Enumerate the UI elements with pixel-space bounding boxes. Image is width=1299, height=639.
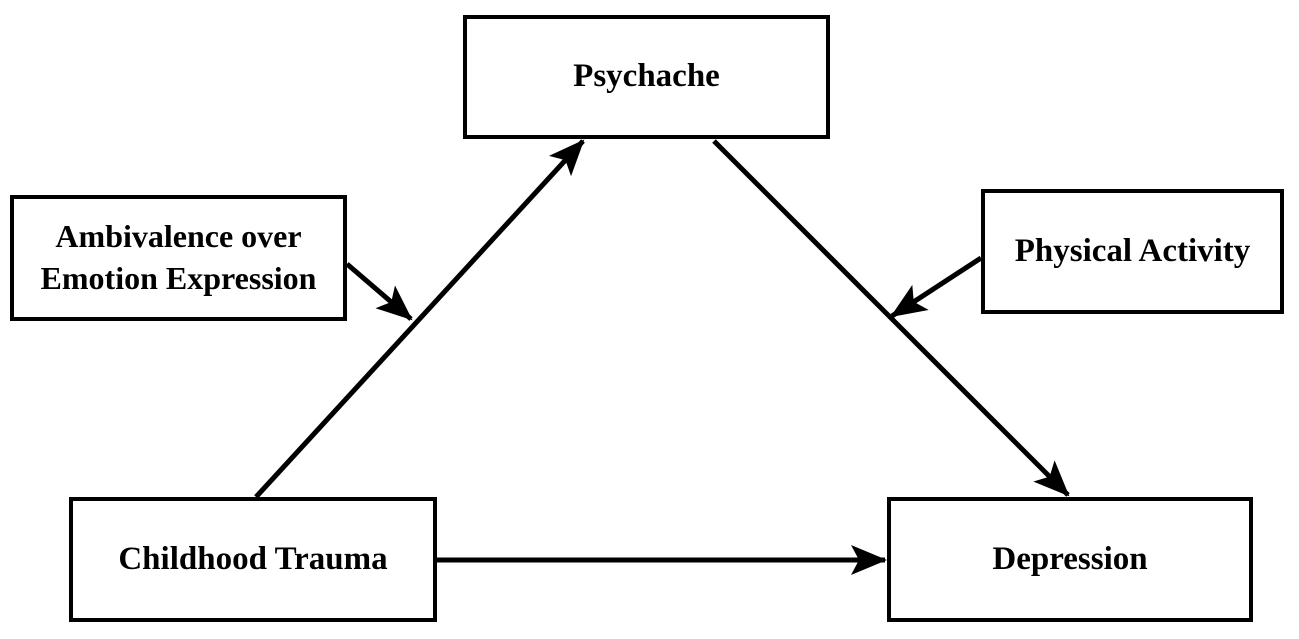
psychache-label: Psychache [573, 58, 720, 95]
ambivalence-label-line1: Ambivalence over [55, 218, 302, 255]
arrow-ambivalence-moderation [345, 262, 413, 321]
depression-box: Depression [887, 497, 1253, 622]
ambivalence-label-line2: Emotion Expression [40, 260, 317, 296]
ambivalence-box: Ambivalence over Emotion Expression [10, 195, 347, 321]
psychache-box: Psychache [463, 15, 830, 139]
childhood-trauma-box: Childhood Trauma [69, 497, 437, 622]
childhood-trauma-label: Childhood Trauma [118, 540, 388, 577]
physical-activity-label: Physical Activity [1014, 232, 1251, 269]
arrow-physical-activity-moderation [890, 255, 983, 319]
ambivalence-label: Ambivalence over Emotion Expression [41, 216, 317, 299]
arrow-trauma-to-psychache [254, 139, 585, 499]
arrow-psychache-to-depression [712, 139, 1070, 497]
physical-activity-box: Physical Activity [981, 189, 1284, 314]
depression-label: Depression [992, 540, 1148, 577]
